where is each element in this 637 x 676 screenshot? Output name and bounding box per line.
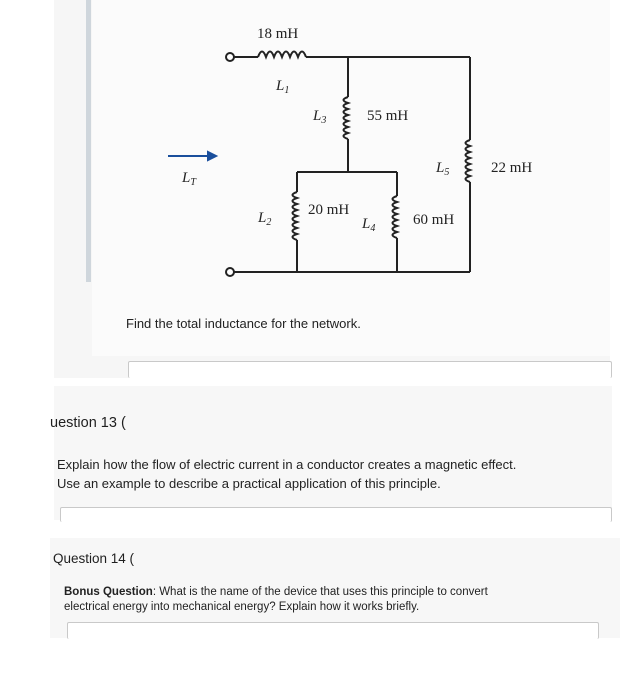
inductor-l5-coil: [464, 139, 474, 183]
inductor-l4-coil: [391, 195, 401, 239]
question-14-answer-field[interactable]: [67, 622, 599, 639]
question-13-title: uestion 13 (: [50, 415, 126, 431]
l3-value: 55 mH: [367, 108, 408, 124]
l3-label: L3: [312, 108, 326, 126]
inductor-l3-coil: [342, 96, 352, 140]
question-14-text-line-2: electrical energy into mechanical energy…: [64, 601, 420, 613]
l2-label: L2: [257, 210, 271, 228]
question-14-panel: [50, 538, 620, 638]
question-14-text-line-1: Bonus Question: What is the name of the …: [64, 586, 488, 598]
inductor-l1-coil: [257, 50, 307, 60]
question-14-title: Question 14 (: [53, 551, 135, 566]
inductor-l2-coil: [291, 191, 301, 241]
question-13-panel: [54, 386, 612, 520]
question-13-text-line-2: Use an example to describe a practical a…: [57, 476, 441, 491]
lt-arrow-icon: [207, 150, 219, 162]
l2-value: 20 mH: [308, 202, 349, 218]
l4-value: 60 mH: [413, 212, 454, 228]
question-13-answer-field[interactable]: [60, 507, 612, 522]
lt-label: LT: [181, 170, 197, 188]
top-terminal: [225, 52, 235, 62]
inductor-circuit-diagram: 18 mH L1 L3 55 mH LT L5 22 mH 20 mH L2 L…: [168, 26, 532, 277]
l1-label: L1: [275, 78, 289, 96]
question-12-content-area: [92, 0, 610, 356]
l4-label: L4: [361, 216, 375, 234]
question-12-answer-field[interactable]: [128, 361, 612, 378]
l5-label: L5: [435, 160, 449, 178]
question-12-prompt: Find the total inductance for the networ…: [126, 316, 361, 331]
l1-value: 18 mH: [257, 26, 298, 42]
bottom-terminal: [225, 267, 235, 277]
l5-value: 22 mH: [491, 160, 532, 176]
question-13-text-line-1: Explain how the flow of electric current…: [57, 457, 517, 472]
bonus-question-label: Bonus Question: [64, 586, 153, 598]
question-accent-bar: [86, 0, 91, 282]
